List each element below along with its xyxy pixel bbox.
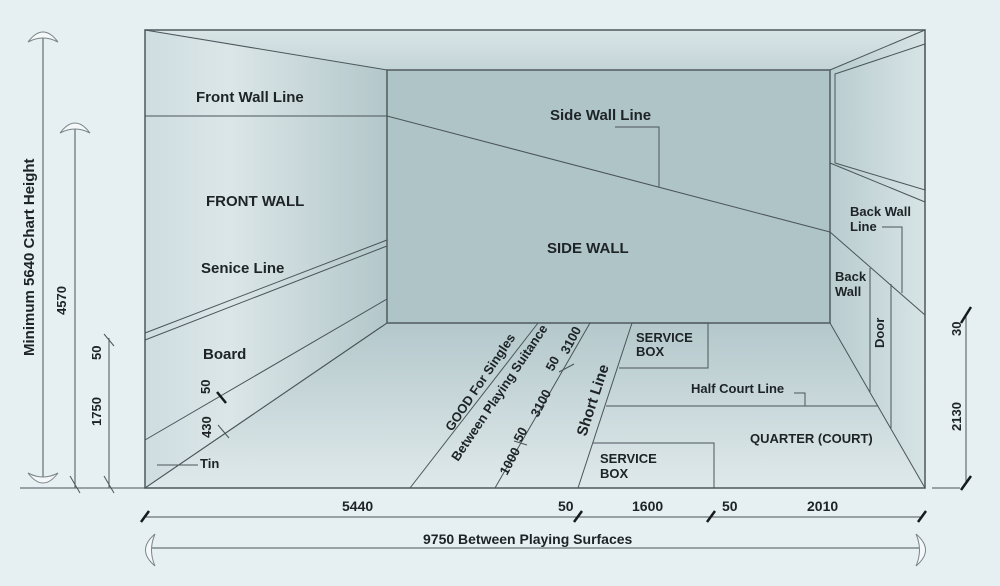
side-wall-label: SIDE WALL — [547, 240, 629, 257]
dim-50-board: 50 — [198, 380, 213, 394]
dim-430-tin: 430 — [199, 416, 214, 438]
dim-2010: 2010 — [807, 498, 838, 514]
floor-tick — [513, 440, 528, 446]
service-line-upper — [144, 239, 388, 334]
service-line-lower — [144, 245, 388, 341]
dim-5440: 5440 — [342, 498, 373, 514]
side-wall-line-leader — [615, 126, 660, 187]
total-length-label: 9750 Between Playing Surfaces — [423, 531, 633, 547]
tin-line — [144, 322, 388, 489]
dim-50-short: 50 — [558, 498, 574, 514]
corner-edge-top-right — [829, 29, 926, 71]
min-chart-height-label: Minimum 5640 Chart Height — [21, 158, 38, 356]
court-surfaces — [145, 30, 925, 488]
service-box-top-label: SERVICE — [636, 330, 693, 345]
back-wall-top-edge — [829, 162, 926, 203]
door-label: Door — [872, 318, 887, 348]
tin-label: Tin — [200, 456, 219, 471]
dim-tick — [705, 510, 717, 523]
service-box-bottom-label: BOX — [600, 466, 629, 481]
between-playing-line — [494, 322, 591, 489]
dim-50-service: 50 — [89, 346, 104, 360]
dim-tick — [103, 475, 115, 494]
quarter-court-label: QUARTER (COURT) — [750, 431, 873, 446]
board-line — [144, 298, 388, 441]
total-length-arc-right — [915, 533, 926, 567]
total-length-arc-left — [145, 533, 156, 567]
court-outline — [144, 29, 926, 489]
back-wall-window — [834, 43, 926, 191]
service-box-top-label: BOX — [636, 344, 665, 359]
dim-50-half: 50 — [722, 498, 738, 514]
dim-tick — [959, 475, 973, 491]
side-wall-line-label: Side Wall Line — [550, 107, 651, 124]
floor-surface — [145, 323, 925, 488]
back-wall-label: Back — [835, 269, 867, 284]
dim-tick — [103, 333, 115, 347]
back-wall-label: Wall — [835, 284, 861, 299]
side-wall-surface — [387, 70, 830, 323]
good-for-singles-line — [409, 322, 539, 489]
front-wall-line-label: Front Wall Line — [196, 89, 304, 106]
service-box-top-outline — [619, 322, 709, 369]
board-label: Board — [203, 346, 246, 363]
back-wall-surface — [830, 30, 925, 488]
front-wall-surface — [145, 30, 387, 488]
short-line — [577, 322, 633, 489]
senice-line-label: Senice Line — [201, 260, 284, 277]
side-wall-outline — [386, 69, 831, 324]
dim-tick — [139, 510, 151, 523]
corner-edge-top-left — [144, 29, 388, 71]
floor-tick — [558, 363, 575, 373]
min-height-arc-top — [27, 31, 59, 43]
side-wall-line — [386, 115, 831, 233]
dim-tick — [572, 510, 584, 523]
dim-tick — [69, 475, 81, 494]
ceiling-surface — [145, 30, 925, 70]
min-height-arc-bottom — [27, 472, 59, 484]
dim-tick — [916, 510, 928, 523]
service-box-bottom-label: SERVICE — [600, 451, 657, 466]
back-wall-line-label: Back Wall — [850, 204, 911, 219]
dim-tick — [959, 306, 973, 324]
front-height-arc-top — [59, 122, 91, 134]
dim-50-b: 50 — [510, 425, 530, 445]
dim-1600: 1600 — [632, 498, 663, 514]
dim-30: 30 — [949, 322, 964, 336]
dim-1750: 1750 — [89, 397, 104, 426]
half-court-line-label: Half Court Line — [691, 381, 784, 396]
dim-4570: 4570 — [54, 286, 69, 315]
board-tick — [216, 391, 227, 404]
back-wall-line-leader — [882, 226, 903, 293]
front-wall-label: FRONT WALL — [206, 193, 304, 210]
back-wall-line-label: Line — [850, 219, 877, 234]
tin-tick — [217, 424, 230, 439]
dim-50-a: 50 — [542, 354, 562, 374]
service-box-bottom-outline — [593, 442, 715, 488]
half-court-line-leader — [794, 392, 806, 406]
back-wall-line — [829, 231, 926, 316]
dim-2130: 2130 — [949, 402, 964, 431]
